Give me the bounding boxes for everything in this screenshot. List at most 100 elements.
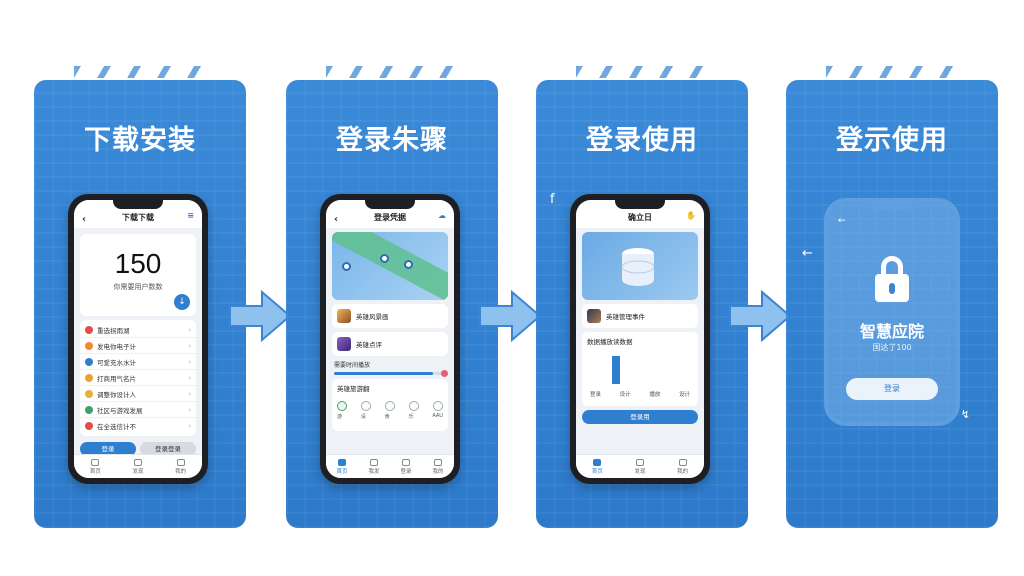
tab-home[interactable]: 首页 — [90, 458, 101, 475]
chevron-right-icon: › — [188, 357, 191, 366]
list-item[interactable]: 打商用气名片› — [80, 370, 196, 386]
card-stripes — [74, 66, 214, 78]
chevron-right-icon: › — [188, 341, 191, 350]
step-card-4: 登示使用 ← ↯ ← 智慧应院 国达了100 登录 — [786, 66, 998, 528]
list-item[interactable]: 英雄风景画 — [332, 304, 448, 328]
user-icon — [433, 458, 442, 466]
avatar — [337, 309, 351, 323]
app-name: 智慧应院 — [859, 322, 924, 341]
step-title: 登示使用 — [836, 125, 948, 156]
chevron-right-icon: › — [188, 405, 191, 414]
edit-icon — [369, 458, 378, 466]
home-icon — [91, 458, 100, 466]
use-button[interactable]: 登录用 — [582, 410, 698, 424]
category-icon[interactable] — [409, 401, 419, 411]
tab-login[interactable]: 登录 — [400, 458, 412, 475]
tab-bar: 首页 发现 我的 — [576, 454, 704, 478]
play-icon — [635, 458, 644, 466]
map-pin-icon[interactable] — [380, 254, 389, 263]
step-card-3: 登录使用 f 确立日 ✋ 英雄管理事件 数据播放读数据 — [536, 66, 748, 528]
app-subtitle: 国达了100 — [872, 343, 912, 352]
category-icon[interactable] — [433, 401, 443, 411]
back-icon[interactable]: ‹ — [82, 213, 87, 225]
tab-discover[interactable]: 发现 — [634, 458, 645, 475]
tab-bar: 首页 发现 我的 — [74, 454, 202, 478]
category-icon[interactable] — [337, 401, 347, 411]
cloud-icon[interactable]: ☁ — [438, 211, 446, 220]
list-item[interactable]: 英雄管理事件 — [582, 304, 698, 328]
bar — [612, 356, 620, 384]
category-card: 英雄旅游翻 游 设 食 乐 AAU — [332, 379, 448, 431]
category-icon[interactable] — [385, 401, 395, 411]
lock-icon — [85, 422, 93, 430]
list-item[interactable]: 在全选信计不› — [80, 418, 196, 434]
map-view[interactable] — [332, 232, 448, 300]
step-card-2: 登录朱骤 ‹ 登录凭据 ☁ 英雄风景画 英雄点评 需要时间播放 英雄旅游翻 — [286, 66, 498, 528]
settings-icon — [85, 389, 93, 398]
map-pin-icon[interactable] — [342, 262, 351, 271]
stats-card: 数据播放读数据 登录 设计 播放 设计 — [582, 332, 698, 406]
list-item[interactable]: 调整你设计人› — [80, 386, 196, 402]
f-glyph-icon: f — [550, 192, 555, 207]
tab-profile[interactable]: 我的 — [432, 458, 444, 475]
avatar — [587, 309, 601, 323]
category-icon[interactable] — [361, 401, 371, 411]
step-card-1: 下载安装 ‹ 下载下载 ≡ 150 你需要用户数数 ↓ 重选拐雨湖› 发电你电子… — [34, 66, 246, 528]
download-icon[interactable]: ↓ — [174, 294, 190, 310]
chevron-right-icon: › — [188, 389, 191, 398]
tab-home[interactable]: 首页 — [592, 458, 603, 475]
list-item[interactable]: 英雄点评 — [332, 332, 448, 356]
register-button[interactable]: 登录登录 — [140, 442, 196, 456]
slider-knob[interactable] — [441, 370, 448, 377]
progress-fill — [334, 372, 433, 375]
list-item[interactable]: 发电你电子计› — [80, 338, 196, 354]
menu-icon[interactable]: ≡ — [187, 211, 194, 220]
list-item[interactable]: 社区与游戏发展› — [80, 402, 196, 418]
data-banner[interactable] — [582, 232, 698, 300]
download-counter: 150 你需要用户数数 ↓ — [80, 234, 196, 316]
arrow-right-icon — [479, 289, 542, 343]
location-icon — [401, 458, 410, 466]
user-icon — [176, 458, 185, 466]
step-title: 下载安装 — [84, 125, 196, 156]
arrow-left-icon: ← — [802, 246, 813, 261]
arrow-right-icon — [229, 289, 292, 343]
phone-screen: ‹ 下载下载 ≡ 150 你需要用户数数 ↓ 重选拐雨湖› 发电你电子计› 可爱… — [74, 200, 202, 478]
phone-mockup: ‹ 登录凭据 ☁ 英雄风景画 英雄点评 需要时间播放 英雄旅游翻 — [320, 194, 460, 484]
community-icon — [85, 405, 93, 414]
list-item[interactable]: 重选拐雨湖› — [80, 322, 196, 338]
power-icon — [85, 341, 93, 350]
tab-bar: 首页 我发 登录 我的 — [326, 454, 454, 478]
tab-home[interactable]: 首页 — [336, 458, 348, 475]
chevron-right-icon: › — [188, 373, 191, 382]
map-pin-icon[interactable] — [404, 260, 413, 269]
list-item[interactable]: 可爱充水水计› — [80, 354, 196, 370]
tab-profile[interactable]: 我的 — [175, 458, 186, 475]
flag-icon — [85, 325, 93, 334]
back-icon[interactable]: ← — [838, 216, 846, 226]
tab-profile[interactable]: 我的 — [677, 458, 688, 475]
progress: 需要时间播放 — [334, 360, 448, 377]
card-icon — [85, 373, 93, 382]
hand-icon[interactable]: ✋ — [686, 211, 696, 220]
counter-label: 你需要用户数数 — [113, 283, 163, 291]
chevron-right-icon: › — [188, 325, 191, 334]
water-icon — [85, 357, 93, 366]
tab-post[interactable]: 我发 — [368, 458, 380, 475]
home-icon — [593, 458, 602, 466]
tab-discover[interactable]: 发现 — [132, 458, 143, 475]
back-icon[interactable]: ‹ — [334, 213, 339, 225]
play-icon — [133, 458, 142, 466]
avatar — [337, 337, 351, 351]
locked-phone: ← 智慧应院 国达了100 登录 — [824, 198, 960, 426]
feature-list: 重选拐雨湖› 发电你电子计› 可爱充水水计› 打商用气名片› 调整你设计人› 社… — [80, 320, 196, 436]
login-button[interactable]: 登录 — [80, 442, 136, 456]
database-icon — [621, 248, 655, 286]
login-button[interactable]: 登录 — [846, 378, 938, 400]
home-icon — [337, 458, 346, 466]
phone-mockup: ‹ 下载下载 ≡ 150 你需要用户数数 ↓ 重选拐雨湖› 发电你电子计› 可爱… — [68, 194, 208, 484]
screen-title: 确立日 — [628, 213, 652, 222]
refresh-icon: ↯ — [960, 408, 970, 421]
step-title: 登录朱骤 — [336, 125, 448, 156]
phone-mockup: 确立日 ✋ 英雄管理事件 数据播放读数据 登录 设计 播放 — [570, 194, 710, 484]
